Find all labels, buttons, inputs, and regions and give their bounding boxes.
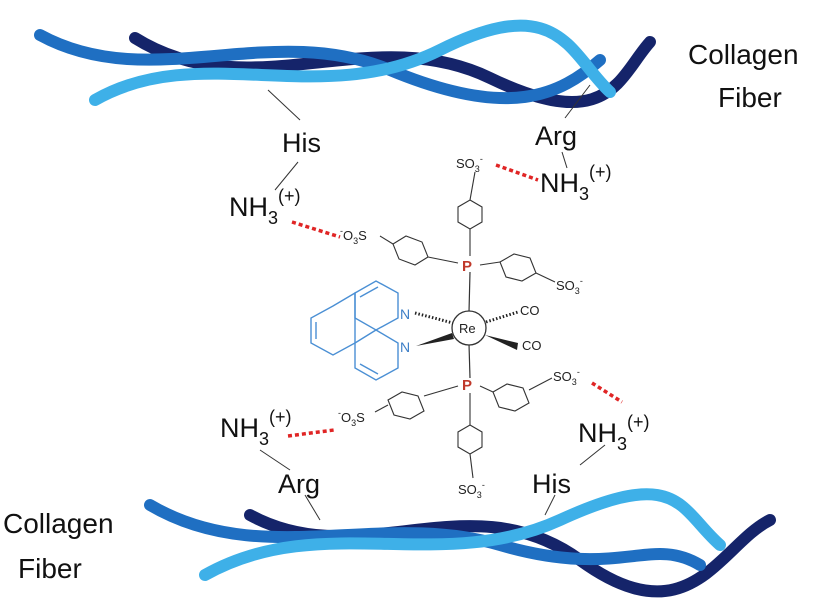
- aryl-ring-lower-left: [387, 391, 425, 420]
- label-arg-bottom: Arg: [278, 469, 320, 499]
- phen-n-lower: N: [400, 339, 410, 355]
- phen-inner-bond-2: [359, 363, 379, 375]
- bond-p-upper-to-ring-left: [427, 256, 459, 264]
- hbond-bottom-right: [591, 381, 623, 404]
- collagen-strand-top-light: [89, 19, 616, 106]
- connector-his-top-fiber: [267, 89, 301, 121]
- aryl-rings-upper: [379, 171, 556, 283]
- re-label: Re: [459, 321, 476, 336]
- bond-ring-right-to-so3: [535, 272, 556, 283]
- o3s-upper-left: -O3S: [340, 226, 367, 246]
- bond-p-lower-to-ring-left: [423, 385, 459, 397]
- label-his-bottom: His: [532, 469, 571, 499]
- aryl-ring-upper-vertical: [457, 199, 483, 230]
- bond-p-top-re: [468, 271, 471, 313]
- label-nh3-top-right: NH3(+): [540, 162, 612, 204]
- bond-ring-left-to-o3s: [379, 235, 394, 245]
- hbond-bottom-left: [287, 428, 335, 438]
- label-his-top: His: [282, 128, 321, 158]
- bond-p-lower-to-ring-right: [479, 385, 494, 393]
- collagen-fiber-bottom: [144, 488, 776, 598]
- hbond-top-left: [291, 220, 341, 239]
- connector-arg-nh3-top: [561, 151, 568, 169]
- label-nh3-top-left: NH3(+): [229, 186, 301, 228]
- label-collagen-bottom-line1: Collagen: [3, 508, 114, 539]
- collagen-strand-bottom-light: [199, 488, 726, 581]
- phen-ring-middle: [310, 291, 356, 356]
- co-lower-label: CO: [522, 338, 542, 353]
- label-collagen-top-line2: Fiber: [718, 82, 782, 113]
- bond-n-upper-hashed: [414, 311, 454, 325]
- aryl-ring-lower-vertical: [457, 424, 483, 455]
- bond-co-upper-hashed: [485, 310, 519, 324]
- label-arg-top: Arg: [535, 121, 577, 151]
- rhenium-complex: Re CO CO N N P P: [310, 154, 583, 500]
- label-nh3-bottom-left: NH3(+): [220, 407, 292, 449]
- so3-top: SO3-: [456, 154, 483, 174]
- bond-ring-down-to-so3: [469, 453, 474, 479]
- collagen-strand-top-mid: [34, 29, 606, 105]
- hbond-top-right: [495, 163, 539, 182]
- label-collagen-bottom-line2: Fiber: [18, 553, 82, 584]
- connector-nh3-arg-bottom: [259, 449, 291, 471]
- connector-lines: [259, 84, 606, 521]
- bond-co-lower-wedge: [485, 335, 518, 350]
- collagen-strand-top-dark: [129, 32, 656, 108]
- bond-p-upper-to-ring-right: [479, 261, 501, 266]
- bond-p-bottom-re: [468, 343, 471, 379]
- aryl-ring-lower-right: [492, 383, 530, 412]
- so3-bottom: SO3-: [458, 480, 485, 500]
- bond-ring-up-to-so3: [469, 171, 476, 201]
- aryl-ring-upper-left: [392, 235, 429, 266]
- phen-n-upper: N: [400, 306, 410, 322]
- aryl-rings-lower: [374, 377, 553, 479]
- hydrogen-bonds: [287, 163, 623, 438]
- bond-ring-left-to-o3s-lower: [374, 404, 389, 413]
- so3-upper-right: SO3-: [556, 276, 583, 296]
- label-collagen-top-line1: Collagen: [688, 39, 799, 70]
- connector-arg-top-fiber: [564, 84, 591, 119]
- o3s-lower-left: -O3S: [338, 408, 365, 428]
- connector-his-nh3-top: [274, 161, 299, 191]
- so3-lower-right: SO3-: [553, 367, 580, 387]
- phosphorus-upper: P: [462, 258, 472, 275]
- label-nh3-bottom-right: NH3(+): [578, 412, 650, 454]
- bond-n-lower-wedge: [416, 333, 454, 346]
- co-upper-label: CO: [520, 303, 540, 318]
- phen-ring-lower: [354, 329, 399, 381]
- phen-inner-bond-1: [359, 286, 379, 298]
- collagen-fiber-top: [34, 19, 656, 108]
- phosphorus-lower: P: [462, 377, 472, 394]
- phenanthroline-ligand: [310, 280, 399, 381]
- connector-nh3-his-bottom: [579, 444, 606, 466]
- aryl-ring-upper-right: [499, 253, 537, 282]
- connector-arg-bottom-fiber: [304, 494, 321, 521]
- bond-ring-right-to-so3-lower: [528, 377, 553, 391]
- connector-his-bottom-fiber: [544, 494, 556, 516]
- re-center: [451, 310, 487, 346]
